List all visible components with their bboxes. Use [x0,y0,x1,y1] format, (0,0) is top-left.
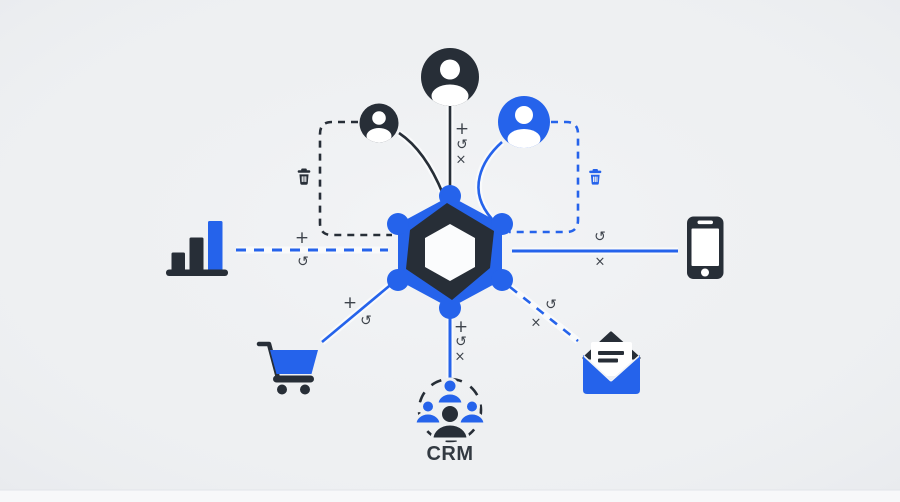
footer-strip [0,490,900,502]
remove-marker-icon: × [531,316,542,331]
hub-vertex-nodes [387,185,513,319]
add-marker-icon: + [295,228,309,248]
add-marker-icon: + [343,293,357,313]
remove-marker-icon: × [455,350,466,365]
sync-marker-icon: ↺ [545,297,557,313]
hub-core-hexagon [425,224,475,281]
action-markers: + ↺ × + ↺ ↺ × + ↺ × + ↺ ↺ × [295,119,606,365]
sync-marker-icon: ↺ [455,334,467,350]
connector-left-dashed-box [318,120,392,237]
user-avatar-icon [421,48,479,106]
connector-cart-line [321,281,395,343]
user-avatar-icon [498,96,550,148]
bar-chart-icon [166,221,228,276]
connector-avatar-secondary-curve [398,131,445,195]
connectors [236,106,678,378]
shopping-cart-icon [256,341,318,395]
user-group-icon [413,377,487,443]
remove-marker-icon: × [595,255,606,270]
sync-marker-icon: ↺ [360,313,372,329]
connector-right-dashed-box [509,120,580,234]
connector-avatar-tertiary-curve [477,141,503,220]
sync-marker-icon: ↺ [594,229,606,245]
user-avatar-icon [359,103,399,143]
add-marker-icon: + [455,119,469,139]
connector-email-dashed [509,285,579,343]
smartphone-icon [687,216,724,279]
hexagon-network-hub-icon [387,185,513,319]
open-email-icon [582,331,641,394]
remove-marker-icon: × [456,153,467,168]
sync-marker-icon: ↺ [297,254,309,270]
add-marker-icon: + [454,317,468,337]
crm-label: CRM [426,443,473,465]
sync-marker-icon: ↺ [456,137,468,153]
